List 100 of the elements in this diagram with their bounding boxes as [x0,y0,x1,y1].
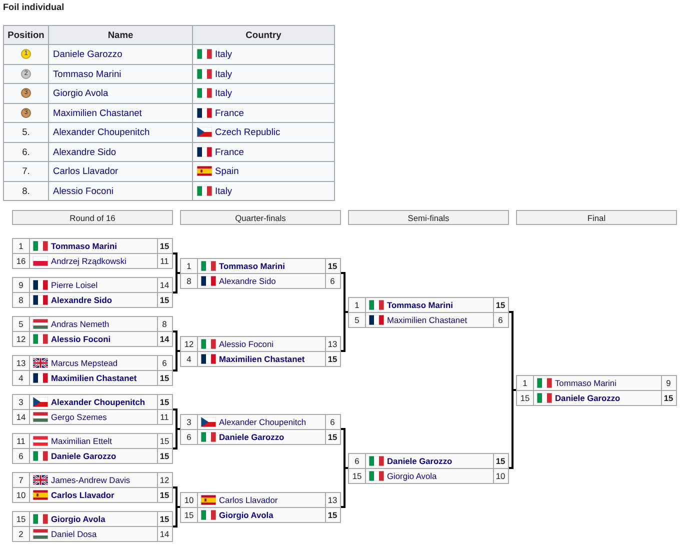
seed-number: 6 [354,456,360,466]
fencer-name: Tommaso Marini [555,378,616,388]
column-header: Country [246,30,282,40]
score: 13 [328,338,338,348]
match-box [516,374,677,406]
bracket-line [509,311,516,391]
match-box [180,336,341,366]
fencer-name: Daniel Dosa [51,529,97,539]
bracket-line [509,389,516,469]
match-box [12,511,173,542]
fencer-name: Tommaso Marini [51,241,117,251]
seed-number: 12 [16,334,26,344]
score: 14 [160,529,170,539]
score: 10 [496,470,506,480]
score: 6 [162,358,167,368]
score: 12 [160,475,170,485]
score: 15 [160,397,170,407]
seed-number: 10 [16,490,26,500]
bracket-line [173,272,180,294]
position-number: 5. [22,127,30,138]
score: 14 [160,280,170,290]
match-box [12,316,173,347]
seed-number: 16 [16,256,26,266]
position-number: 7. [22,166,30,176]
position-number: 6. [22,146,30,157]
score: 14 [160,334,170,344]
fencer-name: Carlos Llavador [51,490,114,500]
score: 8 [162,319,167,329]
fencer-name: Tommaso Marini [219,260,285,270]
match-box [348,296,509,328]
match-box [180,258,341,288]
round-header: Quarter-finals [180,210,341,225]
fencer-name: Marcus Mepstead [51,358,118,368]
fencer-name: Daniele Garozzo [51,451,116,461]
score: 15 [328,354,338,364]
match-box [12,277,173,308]
seed-number: 1 [186,260,192,270]
fencer-name: Maximilien Chastanet [51,373,137,383]
fencer-name: Andras Nemeth [51,319,110,329]
score: 11 [160,412,169,422]
fencer-name: Giorgio Avola [387,470,437,480]
country-name: France [215,146,244,157]
bracket-line [173,506,180,528]
fencer-name: Maximilien Chastanet [387,314,468,324]
country-name: France [215,108,244,118]
country-name: Spain [215,166,239,176]
fencer-name: Daniele Garozzo [555,392,620,402]
athlete-name: Alessio Foconi [53,186,114,196]
seed-number: 6 [18,451,24,461]
fencer-name: Giorgio Avola [219,510,274,520]
bracket-line [173,252,180,274]
seed-number: 9 [18,280,24,290]
fencer-name: Andrzej Rządkowski [51,256,126,266]
bracket-line [341,467,348,508]
seed-number: 3 [18,397,24,407]
score: 15 [496,456,506,466]
seed-number: 5 [354,314,360,324]
fencer-name: Maximilien Chastanet [219,354,305,364]
match-box [12,433,173,464]
fencer-name: Tommaso Marini [387,300,453,310]
score: 11 [160,256,169,266]
score: 15 [160,490,170,500]
score: 15 [328,510,338,520]
bracket-line [341,428,348,469]
fencer-name: Gergo Szemes [51,412,107,422]
seed-number: 1 [522,378,528,388]
seed-number: 5 [18,319,24,329]
score: 15 [160,451,170,461]
fencer-name: Alexander Choupenitch [219,416,306,426]
athlete-name: Alexander Choupenitch [53,127,150,138]
score: 15 [664,392,674,402]
seed-number: 1 [18,241,24,251]
bracket-line [173,408,180,430]
athlete-name: Carlos Llavador [53,166,118,176]
fencer-name: Carlos Llavador [219,494,278,504]
seed-number: 1 [354,300,360,310]
country-name: Italy [215,88,232,98]
athlete-name: Tommaso Marini [53,68,122,79]
country-name: Italy [215,186,232,196]
fencer-name: Alessio Foconi [51,334,111,344]
score: 6 [330,276,335,286]
country-name: Italy [215,49,232,60]
score: 15 [160,373,170,383]
seed-number: 15 [520,392,530,402]
score: 15 [160,295,170,305]
score: 9 [666,378,671,388]
fencer-name: Daniele Garozzo [387,456,452,466]
fencer-name: Giorgio Avola [51,514,106,524]
bracket-line [173,350,180,372]
match-box [12,355,173,386]
seed-number: 3 [186,416,192,426]
column-header: Name [108,30,134,40]
match-box [180,414,341,444]
bracket-line [173,428,180,450]
fencer-name: Alexander Choupenitch [51,397,145,407]
score: 15 [160,241,170,251]
seed-number: 6 [186,432,192,442]
bracket-line [173,330,180,352]
match-box [180,492,341,522]
round-header: Final [516,210,677,225]
